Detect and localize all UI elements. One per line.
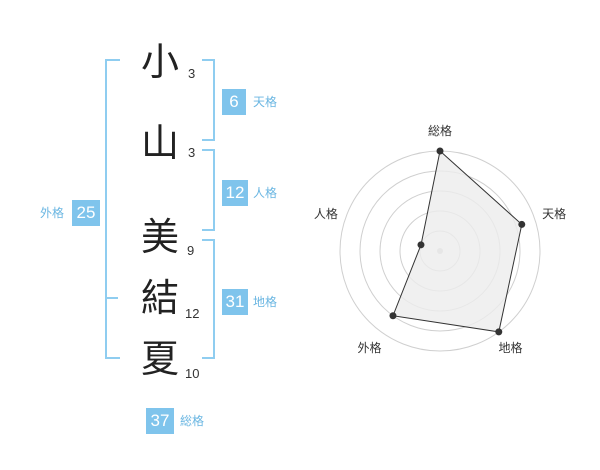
stroke-count-3: 9 <box>187 243 195 258</box>
radar-point-5 <box>417 241 425 249</box>
radar-axis-label-5: 人格 <box>313 206 338 221</box>
gaikaku-label: 外格 <box>40 206 65 220</box>
radar-area <box>392 150 523 333</box>
stroke-count-2: 3 <box>188 145 196 160</box>
radar-point-4 <box>389 312 397 320</box>
stroke-count-5: 10 <box>185 366 200 381</box>
radar-point-2 <box>518 220 526 228</box>
radar-point-1 <box>436 147 444 155</box>
jinkaku-score: 12 <box>222 180 248 206</box>
name-char-2: 山 <box>140 121 179 165</box>
stroke-count-4: 12 <box>185 306 200 321</box>
radar-axis-label-1: 総格 <box>428 124 453 138</box>
name-char-4: 結 <box>140 276 179 320</box>
jinkaku-label: 人格 <box>253 186 278 200</box>
radar-point-3 <box>495 328 503 336</box>
name-char-1: 小 <box>140 40 179 84</box>
name-char-5: 夏 <box>140 337 179 381</box>
tenkaku-label: 天格 <box>253 95 278 109</box>
chikaku-score: 31 <box>222 289 248 315</box>
name-char-3: 美 <box>140 215 179 259</box>
gaikaku-score: 25 <box>72 200 100 226</box>
radar-axis-label-3: 地格 <box>498 341 523 356</box>
stroke-count-1: 3 <box>188 66 196 81</box>
radar-axis-label-2: 天格 <box>542 206 567 221</box>
chikaku-label: 地格 <box>253 295 278 309</box>
soukaku-label: 総格 <box>180 414 205 428</box>
soukaku-score: 37 <box>146 408 174 434</box>
radar-axis-label-4: 外格 <box>357 341 382 356</box>
tenkaku-score: 6 <box>222 89 246 115</box>
